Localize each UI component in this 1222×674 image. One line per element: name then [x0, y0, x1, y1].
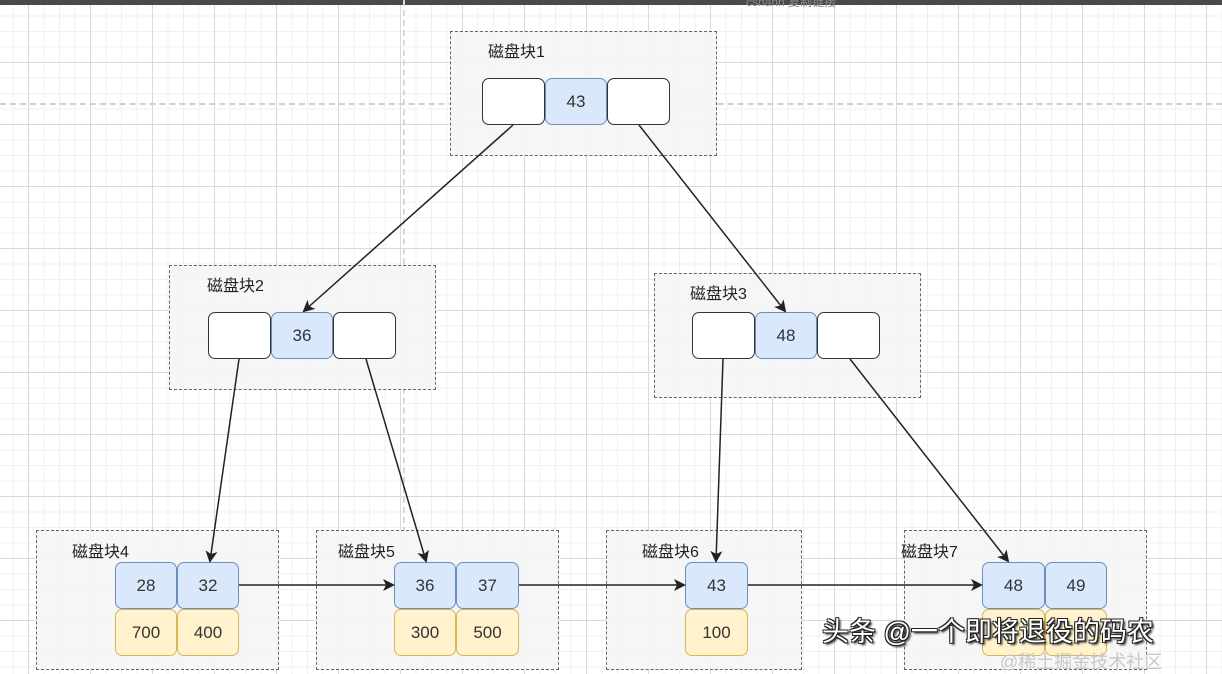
block-7-value-1[interactable] [982, 609, 1045, 656]
block-4-key-1[interactable]: 28 [115, 562, 177, 609]
block-1-right-pointer[interactable] [607, 78, 670, 125]
disk-block-4-label: 磁盘块4 [72, 544, 129, 561]
disk-block-1-label: 磁盘块1 [488, 44, 545, 61]
block-5-value-2[interactable]: 500 [456, 609, 519, 656]
block-3-right-pointer[interactable] [817, 312, 880, 359]
block-7-value-2[interactable] [1045, 609, 1107, 656]
block-2-left-pointer[interactable] [208, 312, 271, 359]
watermark: 头条 @一个即将退役的码农 [822, 617, 1154, 647]
block-5-key-2[interactable]: 37 [456, 562, 519, 609]
block-7-key-1[interactable]: 48 [982, 562, 1045, 609]
block-1-left-pointer[interactable] [482, 78, 545, 125]
block-5-value-1[interactable]: 300 [394, 609, 456, 656]
block-6-key-1[interactable]: 43 [685, 562, 748, 609]
block-2-key[interactable]: 36 [271, 312, 333, 359]
disk-block-2-label: 磁盘块2 [207, 278, 264, 295]
disk-block-7-label: 磁盘块7 [901, 544, 958, 561]
block-4-value-1[interactable]: 700 [115, 609, 177, 656]
block-3-left-pointer[interactable] [692, 312, 755, 359]
block-6-value-1[interactable]: 100 [685, 609, 748, 656]
block-4-key-2[interactable]: 32 [177, 562, 239, 609]
block-3-key[interactable]: 48 [755, 312, 817, 359]
disk-block-6-label: 磁盘块6 [642, 544, 699, 561]
disk-block-3-label: 磁盘块3 [690, 286, 747, 303]
watermark-sub: @稀土掘金技术社区 [1000, 652, 1163, 672]
window-top-bar: cshann 复制链接 [0, 0, 1222, 9]
disk-block-5-label: 磁盘块5 [338, 544, 395, 561]
block-5-key-1[interactable]: 36 [394, 562, 456, 609]
block-1-key[interactable]: 43 [545, 78, 607, 125]
block-7-key-2[interactable]: 49 [1045, 562, 1107, 609]
block-2-right-pointer[interactable] [333, 312, 396, 359]
topbar-text: cshann 复制链接 [746, 0, 837, 9]
block-4-value-2[interactable]: 400 [177, 609, 239, 656]
